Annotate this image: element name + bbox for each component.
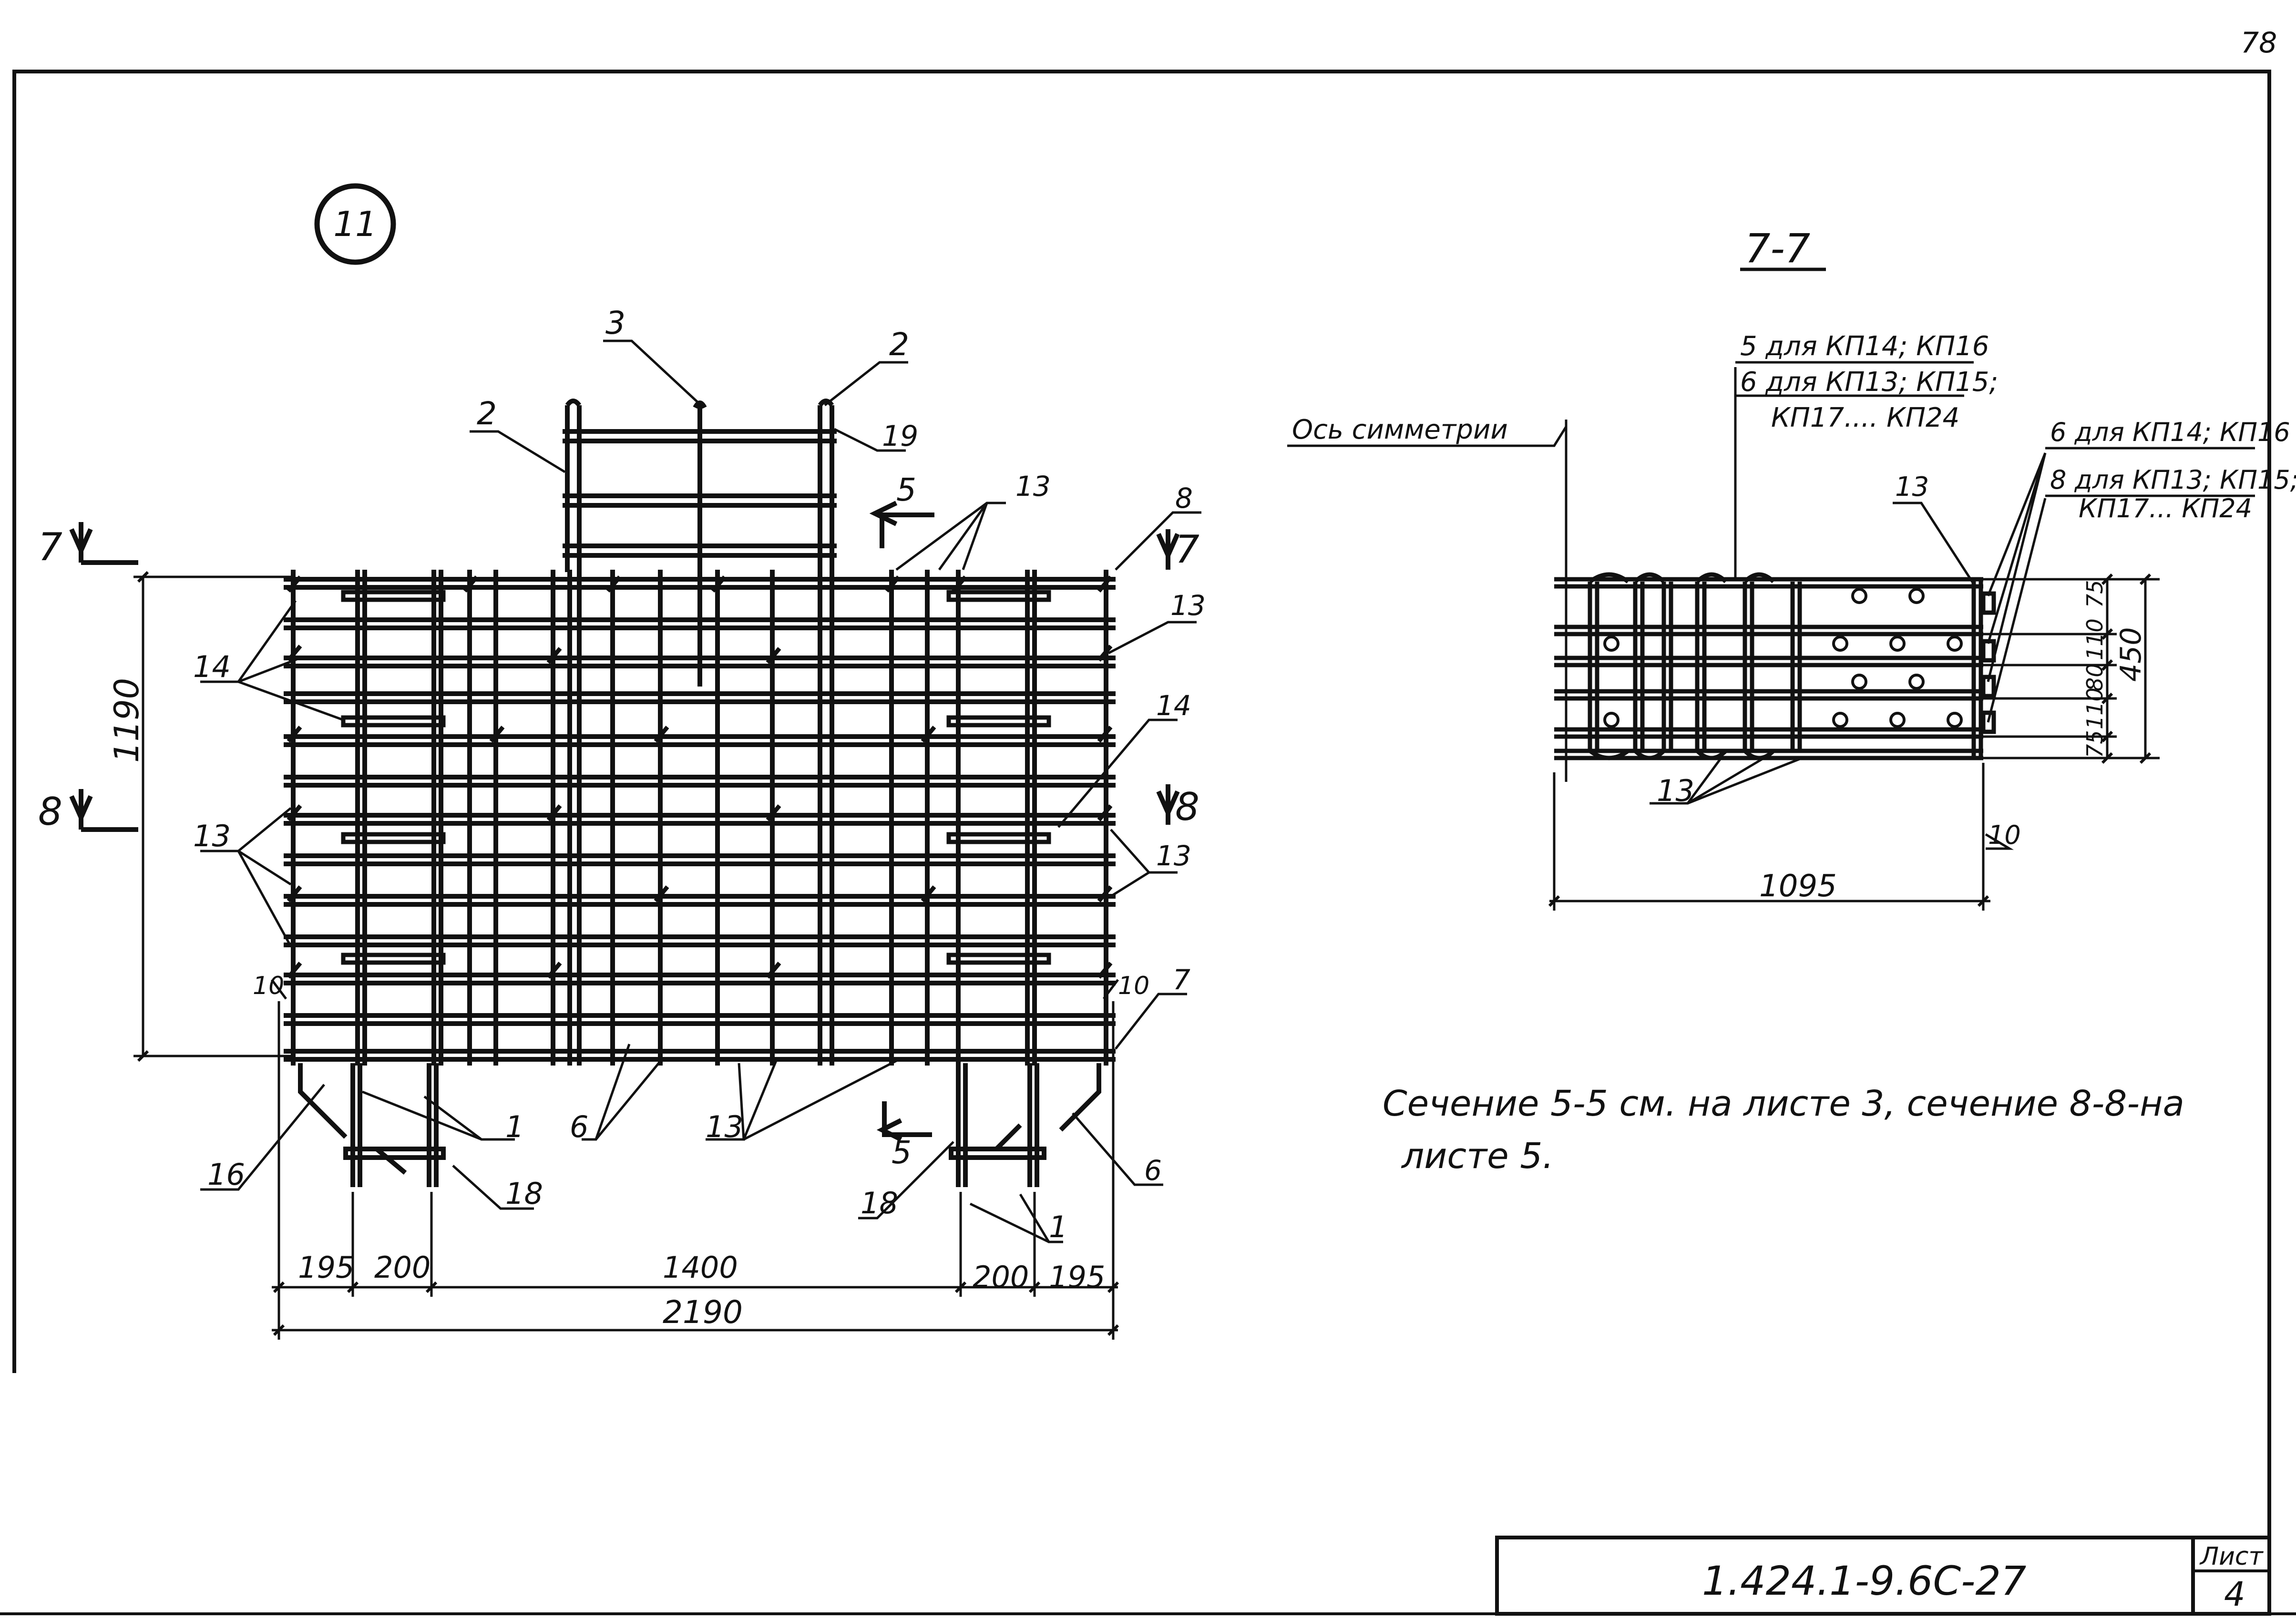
section-dim-75-top: 75 bbox=[2082, 580, 2108, 608]
detail-mark-number: 11 bbox=[333, 204, 377, 244]
section-dim-110-bottom: 110 bbox=[2082, 687, 2108, 729]
dim-200-right: 200 bbox=[973, 1260, 1029, 1294]
page-number: 78 bbox=[2241, 26, 2277, 60]
title-block-sheet-label: Лист bbox=[2199, 1542, 2264, 1571]
dimension-lines bbox=[133, 575, 1118, 1340]
section-5-top: 5 bbox=[896, 472, 916, 508]
mark-14-left: 14 bbox=[193, 649, 231, 684]
embedded-plates bbox=[341, 590, 1051, 965]
cage-view bbox=[69, 339, 1201, 1340]
mark-19: 19 bbox=[882, 420, 918, 453]
vertical-bars bbox=[291, 570, 1108, 1066]
leader-lines bbox=[200, 339, 1201, 1243]
horizontal-bars bbox=[284, 577, 1116, 1062]
section-labels: 7 8 7 8 5 5 bbox=[38, 472, 1199, 1171]
mark-18-right: 18 bbox=[861, 1186, 898, 1220]
lifting-loop bbox=[563, 399, 837, 687]
mark-10-left: 10 bbox=[253, 972, 284, 1000]
mark-13-bottom: 13 bbox=[706, 1109, 743, 1144]
section-mark-10: 10 bbox=[1988, 820, 2021, 850]
section-7-left: 7 bbox=[38, 525, 62, 569]
mark-6: 6 bbox=[570, 1109, 588, 1144]
dim-2190-total: 2190 bbox=[663, 1294, 743, 1331]
note-line-1: Сечение 5-5 см. на листе 3, сечение 8-8-… bbox=[1383, 1083, 2184, 1124]
callout-b-line2: 8 для КП13; КП15; bbox=[2050, 465, 2296, 495]
mark-10-right: 10 bbox=[1118, 972, 1149, 1000]
section-mark-13-top: 13 bbox=[1895, 472, 1929, 502]
section-holes bbox=[1603, 588, 1963, 728]
callout-b-line1: 6 для КП14; КП16 bbox=[2050, 417, 2290, 447]
mark-13-top: 13 bbox=[1015, 470, 1051, 502]
section-8-left: 8 bbox=[38, 789, 62, 834]
dim-1400: 1400 bbox=[663, 1250, 738, 1285]
drawing-frame bbox=[12, 70, 2271, 1611]
callout-a-line1: 5 для КП14; КП16 bbox=[1740, 331, 1989, 362]
cage-dimensions: 1190 195 200 1400 200 195 2190 bbox=[107, 678, 1105, 1331]
note-line-2: листе 5. bbox=[1401, 1136, 1554, 1177]
section-dim-110-top: 110 bbox=[2082, 618, 2108, 660]
axis-of-symmetry-label: Ось симметрии bbox=[1292, 414, 1508, 445]
section-mark-13-bottom: 13 bbox=[1657, 773, 1694, 808]
dim-195-left: 195 bbox=[298, 1250, 354, 1285]
section-dim-75-bottom: 75 bbox=[2082, 730, 2108, 758]
title-block-sheet-number: 4 bbox=[2224, 1575, 2245, 1614]
mark-1-right: 1 bbox=[1049, 1210, 1067, 1244]
bar-ties bbox=[287, 575, 1113, 979]
dim-200-left: 200 bbox=[374, 1250, 430, 1285]
dim-height-1190: 1190 bbox=[107, 678, 146, 763]
mark-6-right: 6 bbox=[1144, 1154, 1162, 1187]
mark-8-top: 8 bbox=[1175, 482, 1193, 514]
mark-16: 16 bbox=[207, 1157, 245, 1192]
callout-b-line3: КП17... КП24 bbox=[2079, 493, 2252, 523]
mark-2-left: 2 bbox=[477, 395, 497, 432]
section-width-1095: 1095 bbox=[1759, 869, 1837, 904]
mark-13-left: 13 bbox=[193, 819, 231, 853]
section-7-right: 7 bbox=[1175, 527, 1199, 572]
section-8-right: 8 bbox=[1175, 785, 1199, 829]
dim-195-right: 195 bbox=[1049, 1260, 1105, 1294]
mark-7: 7 bbox=[1173, 964, 1190, 996]
mark-14-right: 14 bbox=[1156, 689, 1191, 722]
callout-a-line3: КП17.... КП24 bbox=[1771, 402, 1959, 433]
section-7-7: 7-7 bbox=[1287, 225, 2296, 911]
detail-mark: 11 bbox=[314, 183, 396, 265]
section-7-7-title: 7-7 bbox=[1745, 225, 1810, 272]
section-bars bbox=[1554, 572, 1996, 760]
section-cuts bbox=[69, 501, 1180, 1142]
title-block-code: 1.424.1-9.6С-27 bbox=[1702, 1558, 2026, 1604]
cage-marks: 3 2 2 19 13 8 13 14 14 13 13 10 10 7 1 6… bbox=[193, 305, 1206, 1244]
mark-3: 3 bbox=[605, 305, 625, 341]
mark-1-left: 1 bbox=[505, 1109, 524, 1144]
callout-a-line2: 6 для КП13; КП15; bbox=[1740, 367, 1998, 398]
section-dim-80: 80 bbox=[2082, 663, 2108, 691]
dimension-ticks bbox=[137, 571, 1119, 1336]
mark-13-right-b: 13 bbox=[1156, 840, 1191, 872]
mark-13-right-a: 13 bbox=[1170, 589, 1206, 622]
bottom-legs bbox=[298, 1063, 1101, 1187]
section-height-450: 450 bbox=[2114, 627, 2148, 682]
section-5-bottom: 5 bbox=[892, 1134, 912, 1171]
mark-18-left: 18 bbox=[505, 1176, 543, 1211]
mark-2-right: 2 bbox=[889, 326, 909, 363]
title-block bbox=[1495, 1536, 2271, 1616]
